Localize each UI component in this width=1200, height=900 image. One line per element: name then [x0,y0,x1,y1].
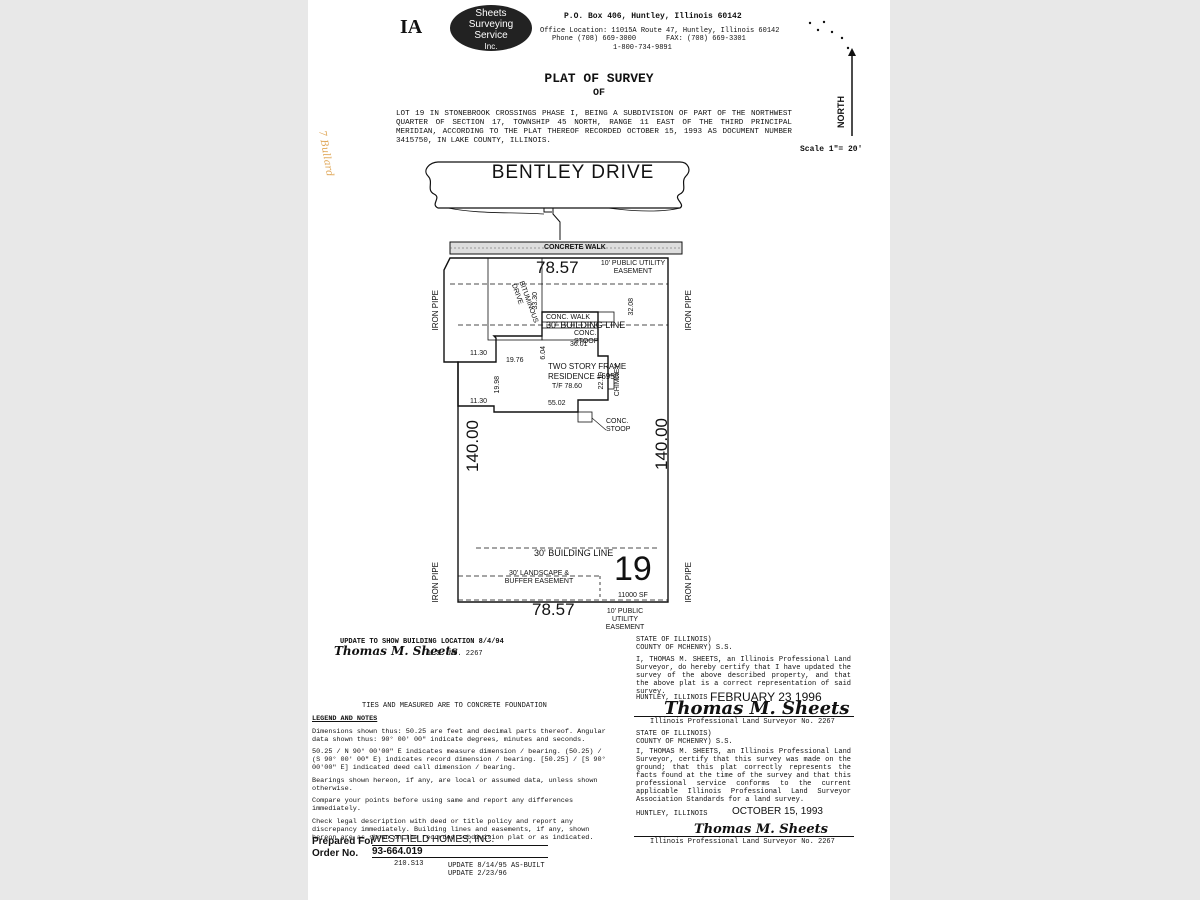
dim-label: 19.98 [494,376,501,394]
cert1-date: FEBRUARY 23 1996 [710,690,822,704]
cert2-date: OCTOBER 15, 1993 [732,806,823,817]
update-2: UPDATE 2/23/96 [448,870,507,878]
po-box: P.O. Box 406, Huntley, Illinois 60142 [564,12,742,21]
company-logo: Sheets Surveying Service Inc. [450,5,532,51]
iron-pipe-sw: IRON PIPE [431,562,440,603]
scale-label: Scale 1"= 20' [800,145,863,154]
cert1-county: COUNTY OF MCHENRY) S.S. [636,644,733,652]
top-of-foundation: T/F 78.60 [552,383,582,390]
iron-pipe-se: IRON PIPE [684,562,693,603]
chimney-label: CHIMNEY [614,364,621,397]
cert1-body: I, THOMAS M. SHEETS, an Illinois Profess… [636,656,851,696]
landscape-easement: 30' LANDSCAPE & BUFFER EASEMENT [504,570,574,585]
logo-line: Inc. [484,42,498,51]
update-signature: Thomas M. Sheets [334,644,458,658]
cert1-footer: Illinois Professional Land Surveyor No. … [650,718,835,726]
dim-label: 33.30 [532,292,539,310]
cert1-state: STATE OF ILLINOIS) [636,636,712,644]
fax: FAX: (708) 669-3301 [666,35,746,43]
cert2-place: HUNTLEY, ILLINOIS [636,810,708,818]
update-1: UPDATE 8/14/95 AS-BUILT [448,862,545,870]
house-footprint [457,311,609,413]
legend-item: Compare your points before using same an… [312,797,574,814]
decorative-stars-icon [808,20,850,50]
cert1-sig-line [634,716,854,717]
front-utility-easement: 10' PUBLIC UTILITY EASEMENT [600,260,666,275]
update-ls: L.S. NO. 2267 [428,650,483,658]
update-note: UPDATE TO SHOW BUILDING LOCATION 8/4/94 [340,638,504,646]
iron-pipe-ne: IRON PIPE [684,290,693,331]
right-dimension: 140.00 [652,418,671,470]
logo-initials: IA [400,16,423,38]
residence-label-1: TWO STORY FRAME [548,362,627,371]
conc-stoop-label: CONC. STOOP [606,418,631,433]
front-building-line: 30' BUILDING LINE [546,320,626,330]
dim-label: 22.10 [598,372,605,390]
cert2-body: I, THOMAS M. SHEETS, an Illinois Profess… [636,748,851,804]
stoop-label: CONC. STOOP [574,330,599,345]
prepared-for-label: Prepared For [312,836,375,847]
lot-number: 19 [614,550,652,588]
order-label: Order No. [312,848,359,859]
bituminous-drive [487,257,543,341]
cert2-sig-line [634,836,854,837]
office-location: Office Location: 11015A Route 47, Huntle… [540,27,780,35]
ties-note: TIES AND MEASURED ARE TO CONCRETE FOUNDA… [362,702,547,710]
rear-utility-easement: 10' PUBLIC UTILITY EASEMENT [605,608,645,631]
legal-description: LOT 19 IN STONEBROOK CROSSINGS PHASE I, … [396,110,792,145]
north-arrow-icon [848,48,856,136]
lot-boundary [443,257,669,603]
phone: Phone (708) 669-3000 [552,35,637,43]
plat-drawing [425,161,690,603]
cert2-footer: Illinois Professional Land Surveyor No. … [650,838,835,846]
logo-line: Surveying [468,19,514,30]
legend-notes: LEGEND AND NOTES Dimensions shown thus: … [312,715,612,847]
front-dimension: 78.57 [536,258,579,277]
dim-label: 55.02 [548,400,566,407]
dim-label: 19.76 [506,357,524,364]
left-dimension: 140.00 [463,420,482,472]
prepared-for-value: WESTFIELD HOMES, INC. [372,834,548,846]
dim-label: 36.01 [570,341,588,348]
conc-walk-label: CONC. WALK [546,314,591,321]
cert2-signature: Thomas M. Sheets [694,822,828,837]
residence-label-2: RESIDENCE #6955 [548,372,620,381]
north-label: NORTH [836,96,846,128]
cert2-state: STATE OF ILLINOIS) [636,730,712,738]
order-value: 93-664.019 [372,846,548,858]
lot-area: 11000 SF [618,592,648,599]
order-sub: 210.S13 [394,860,424,868]
logo-line: Sheets [475,8,507,19]
legend-item: 50.25 / N 90° 00'00" E indicates measure… [312,748,606,772]
rear-dimension: 78.57 [532,600,575,619]
survey-document: IA Sheets Surveying Service Inc. P.O. Bo… [308,0,890,900]
document-title: PLAT OF SURVEY [544,71,654,86]
dim-label: 6.04 [540,346,547,360]
legend-item: Check legal description with deed or tit… [312,817,594,842]
document-subtitle: OF [592,88,605,99]
rear-building-line: 30' BUILDING LINE [534,548,614,558]
cert1-signature: Thomas M. Sheets [664,698,850,719]
cert2-county: COUNTY OF MCHENRY) S.S. [636,738,733,746]
legend-item: Dimensions shown thus: 50.25 are feet an… [312,727,606,744]
dim-label: 11.30 [470,398,487,405]
street-name: BENTLEY DRIVE [491,162,655,183]
iron-pipe-nw: IRON PIPE [431,290,440,331]
dim-label: 32.08 [628,298,635,316]
toll-free: 1-800-734-9891 [613,44,672,52]
logo-line: Service [474,30,508,41]
concrete-walk-label: CONCRETE WALK [544,244,606,251]
dim-label: 11.30 [470,350,487,357]
legend-heading: LEGEND AND NOTES [312,715,378,723]
cert1-place: HUNTLEY, ILLINOIS [636,694,708,702]
legend-item: Bearings shown hereon, if any, are local… [312,776,598,793]
